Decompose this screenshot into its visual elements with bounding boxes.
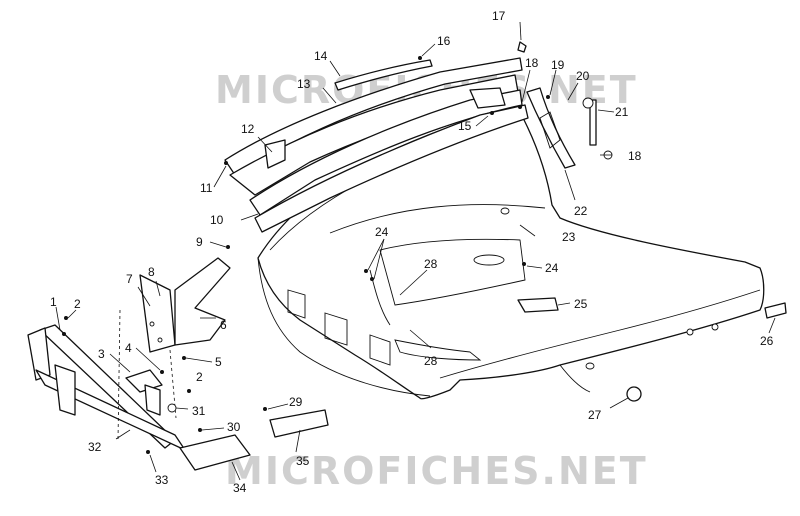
callout-label: 25 (574, 297, 588, 311)
callout-label: 2 (196, 370, 203, 384)
callout-label: 6 (220, 318, 227, 332)
trim-strips (224, 41, 613, 233)
callout-label: 31 (192, 404, 206, 418)
callout-label: 15 (458, 119, 472, 133)
callout-label: 8 (148, 265, 155, 279)
callout-label: 13 (297, 77, 311, 91)
callout-label: 2 (74, 297, 81, 311)
callout-label: 22 (574, 204, 588, 218)
callout-label: 17 (492, 9, 506, 23)
callout-label: 24 (545, 261, 559, 275)
plug (626, 386, 642, 402)
leader-lines (55, 21, 776, 481)
callout-label: 34 (233, 481, 247, 495)
callout-label: 12 (241, 122, 255, 136)
bracket-25 (517, 297, 559, 313)
callout-label: 3 (98, 347, 105, 361)
frame-assembly (27, 257, 329, 471)
callout-label: 30 (227, 420, 241, 434)
hardware (62, 56, 550, 454)
callout-label: 26 (760, 334, 774, 348)
callout-label: 28 (424, 257, 438, 271)
callout-label: 5 (215, 355, 222, 369)
callout-labels: 1 2 2 3 4 5 6 7 8 9 10 11 12 13 14 15 16… (50, 9, 774, 495)
callout-label: 11 (200, 181, 213, 195)
end-cap (764, 302, 787, 319)
callout-label: 32 (88, 440, 102, 454)
callout-label: 16 (437, 34, 451, 48)
callout-label: 23 (562, 230, 576, 244)
callout-label: 7 (126, 272, 133, 286)
callout-label: 1 (50, 295, 57, 309)
callout-label: 35 (296, 454, 310, 468)
callout-label: 14 (314, 49, 328, 63)
watermark-bottom: MICROFICHES.NET (225, 449, 648, 493)
callout-label: 20 (576, 69, 590, 83)
callout-label: 21 (615, 105, 629, 119)
callout-label: 4 (125, 341, 132, 355)
callout-label: 24 (375, 225, 389, 239)
callout-label: 9 (196, 235, 203, 249)
callout-label: 19 (551, 58, 565, 72)
callout-label: 10 (210, 213, 224, 227)
callout-label: 18 (628, 149, 642, 163)
callout-label: 18 (525, 56, 539, 70)
callout-label: 29 (289, 395, 303, 409)
callout-label: 33 (155, 473, 169, 487)
callout-label: 28 (424, 354, 438, 368)
callout-label: 27 (588, 408, 602, 422)
hood-body (257, 111, 765, 400)
